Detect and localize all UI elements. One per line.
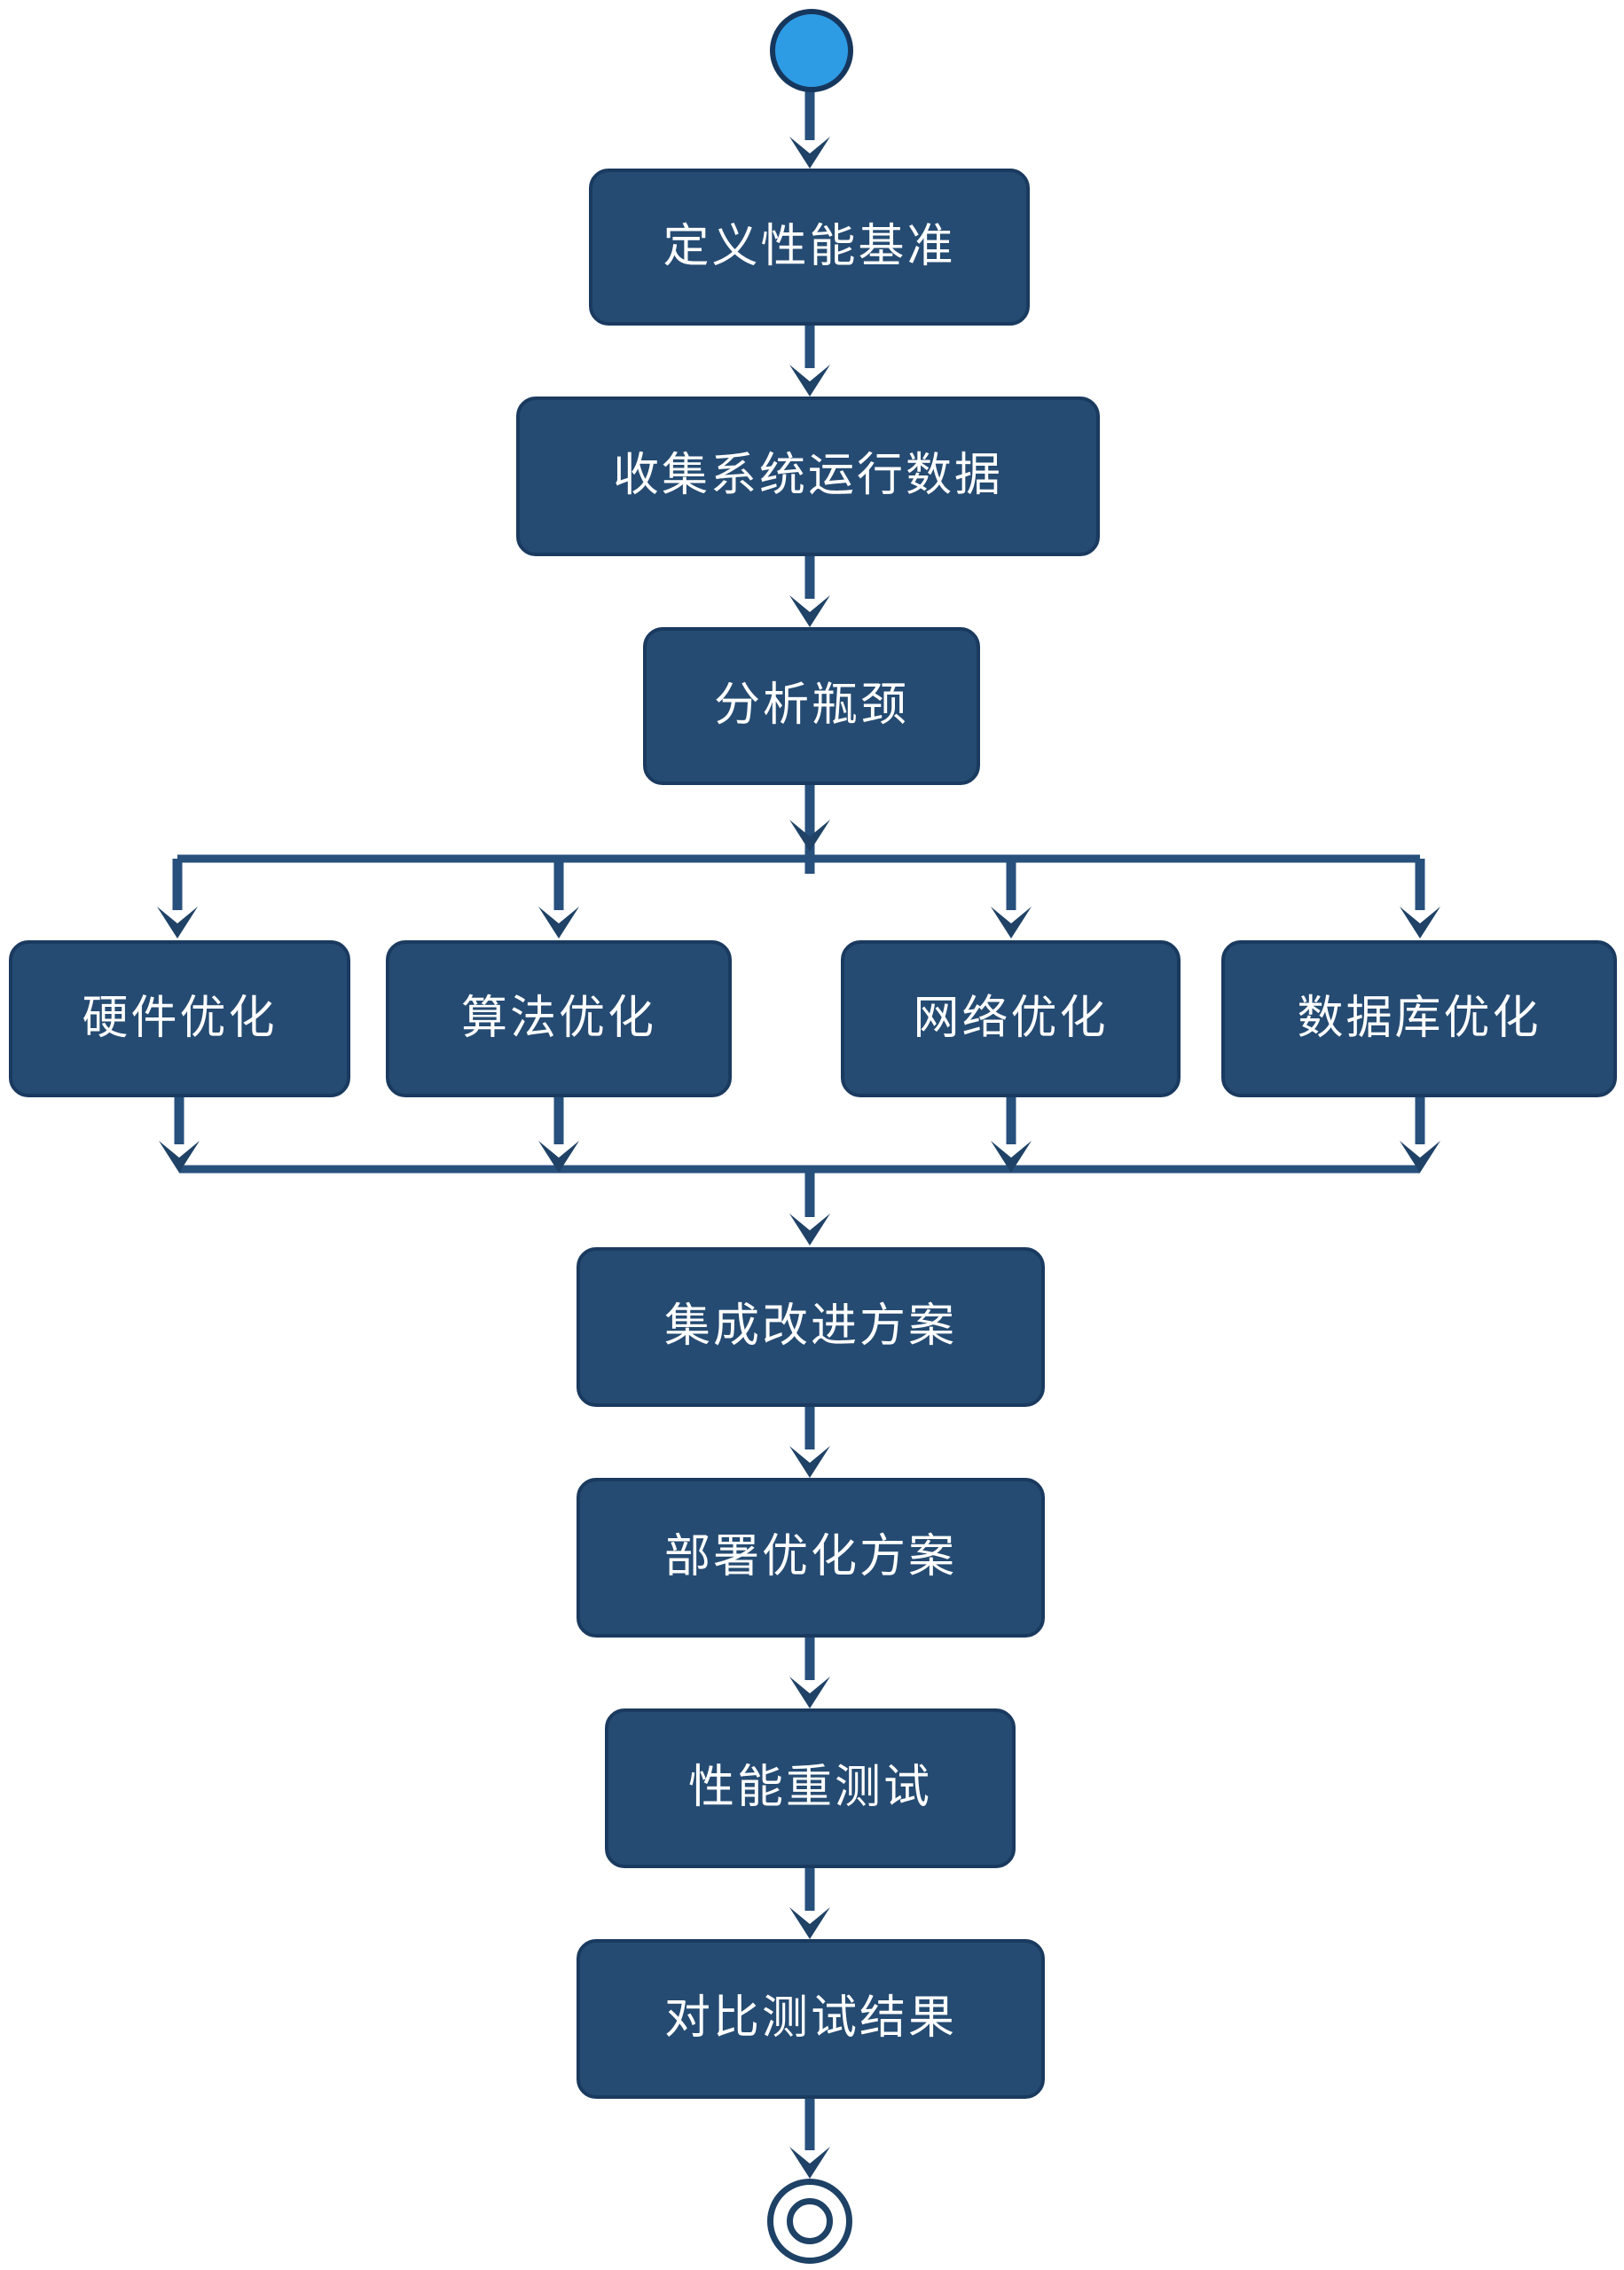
- activity-label: 算法优化: [460, 991, 656, 1045]
- arrowhead-icon: [538, 1141, 579, 1173]
- activity-integrate-improvements: 集成改进方案: [577, 1247, 1045, 1407]
- arrowhead-icon: [789, 1677, 830, 1708]
- activity-database-optimization: 数据库优化: [1221, 940, 1617, 1097]
- arrowhead-icon: [789, 2147, 830, 2179]
- activity-label: 网络优化: [913, 991, 1109, 1045]
- arrowhead-icon: [789, 1214, 830, 1245]
- activity-label: 性能重测试: [687, 1761, 932, 1815]
- activity-hardware-optimization: 硬件优化: [9, 940, 350, 1097]
- arrowhead-icon: [789, 595, 830, 627]
- arrowhead-icon: [789, 820, 830, 852]
- activity-analyze-bottleneck: 分析瓶颈: [643, 627, 980, 785]
- activity-label: 分析瓶颈: [713, 679, 909, 733]
- start-node: [770, 9, 853, 92]
- activity-compare-test-results: 对比测试结果: [577, 1939, 1045, 2099]
- activity-define-baseline: 定义性能基准: [589, 169, 1030, 326]
- arrowhead-icon: [1400, 1141, 1440, 1173]
- activity-algorithm-optimization: 算法优化: [386, 940, 732, 1097]
- arrowhead-icon: [789, 1446, 830, 1478]
- arrowhead-icon: [789, 1907, 830, 1939]
- arrowhead-icon: [538, 907, 579, 939]
- activity-label: 对比测试结果: [663, 1991, 957, 2046]
- arrowhead-icon: [789, 137, 830, 169]
- arrowhead-icon: [157, 907, 198, 939]
- end-node: [767, 2179, 852, 2264]
- activity-collect-runtime-data: 收集系统运行数据: [516, 397, 1100, 556]
- activity-deploy-optimization: 部署优化方案: [577, 1478, 1045, 1638]
- arrowhead-icon: [1400, 907, 1440, 939]
- arrowhead-icon: [991, 907, 1032, 939]
- activity-label: 数据库优化: [1297, 991, 1542, 1045]
- activity-performance-retest: 性能重测试: [605, 1708, 1016, 1868]
- end-node-inner: [787, 2198, 833, 2244]
- activity-network-optimization: 网络优化: [841, 940, 1181, 1097]
- activity-label: 集成改进方案: [663, 1300, 957, 1354]
- activity-label: 部署优化方案: [663, 1530, 957, 1584]
- activity-label: 硬件优化: [82, 991, 278, 1045]
- arrowhead-icon: [159, 1141, 200, 1173]
- activity-label: 定义性能基准: [663, 219, 956, 273]
- arrowhead-icon: [991, 1141, 1032, 1173]
- activity-label: 收集系统运行数据: [612, 449, 1003, 503]
- arrowhead-icon: [789, 365, 830, 397]
